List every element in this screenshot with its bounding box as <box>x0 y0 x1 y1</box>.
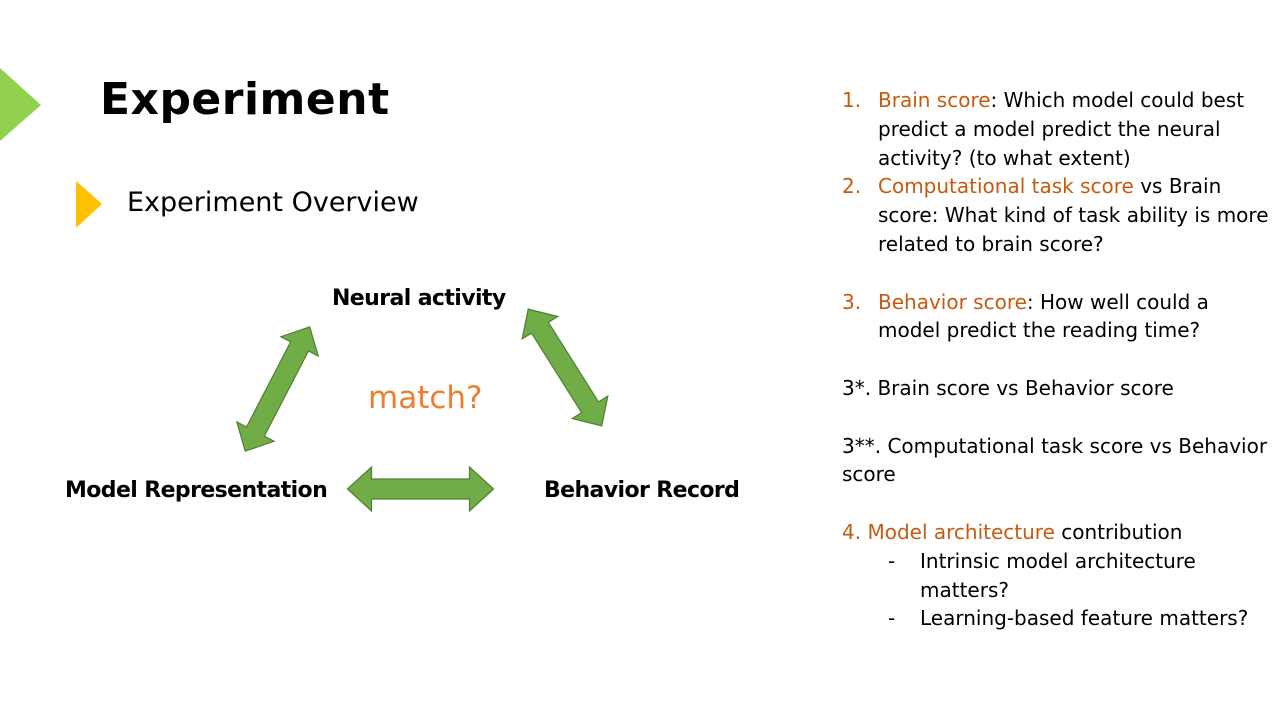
sub-item-learning-feature: -Learning-based feature matters? <box>842 604 1272 633</box>
highlight-brain-score: Brain score <box>878 88 991 112</box>
double-arrow-right <box>521 308 609 427</box>
slide-subtitle: Experiment Overview <box>127 187 419 218</box>
list-item-text: vs Brain score: What kind of task abilit… <box>878 174 1269 256</box>
highlight-behavior-score: Behavior score <box>878 289 1027 314</box>
green-accent-triangle <box>0 68 41 141</box>
yellow-bullet-chevron <box>76 181 102 228</box>
list-item-model-architecture: 4. Model architecture contribution <box>842 518 1272 547</box>
list-number: 2. <box>842 174 862 199</box>
double-arrow-bottom <box>346 465 495 513</box>
sub-item-text: Learning-based feature matters? <box>920 606 1249 631</box>
list-item-brain-vs-behavior: 3*. Brain score vs Behavior score <box>842 375 1174 400</box>
dash-bullet: - <box>888 548 896 573</box>
highlight-model-architecture: Model architecture <box>867 519 1055 544</box>
list-item-brain-score: 1. Brain score: Which model could best pr… <box>842 86 1272 172</box>
list-item-text: contribution <box>1054 519 1183 544</box>
node-neural-activity: Neural activity <box>332 286 506 311</box>
diagram-arrows <box>235 308 609 513</box>
match-question: match? <box>368 380 483 416</box>
node-behavior-record: Behavior Record <box>544 478 740 503</box>
sub-item-intrinsic-architecture: -Intrinsic model architecture matters? <box>842 547 1272 605</box>
research-questions-list: 1. Brain score: Which model could best pr… <box>842 86 1272 633</box>
list-item-text: : How well could a model predict the rea… <box>878 289 1209 343</box>
dash-bullet: - <box>888 606 896 631</box>
list-item-behavior-score: 3. Behavior score: How well could a model… <box>842 288 1272 346</box>
list-number: 1. <box>842 88 862 112</box>
list-number: 4. <box>842 519 868 544</box>
slide-title: Experiment <box>100 74 390 125</box>
sub-item-text: Intrinsic model architecture matters? <box>920 548 1196 602</box>
node-model-representation: Model Representation <box>65 478 328 503</box>
list-number: 3. <box>842 289 862 314</box>
list-item-task-vs-behavior: 3**. Computational task score vs Behavio… <box>842 433 1268 487</box>
double-arrow-left <box>235 326 320 452</box>
highlight-computational-task-score: Computational task score <box>878 174 1134 199</box>
list-item-computational-task-score: 2. Computational task score vs Brain scor… <box>842 172 1272 258</box>
list-item-text: : Which model could best predict a model… <box>878 88 1245 170</box>
